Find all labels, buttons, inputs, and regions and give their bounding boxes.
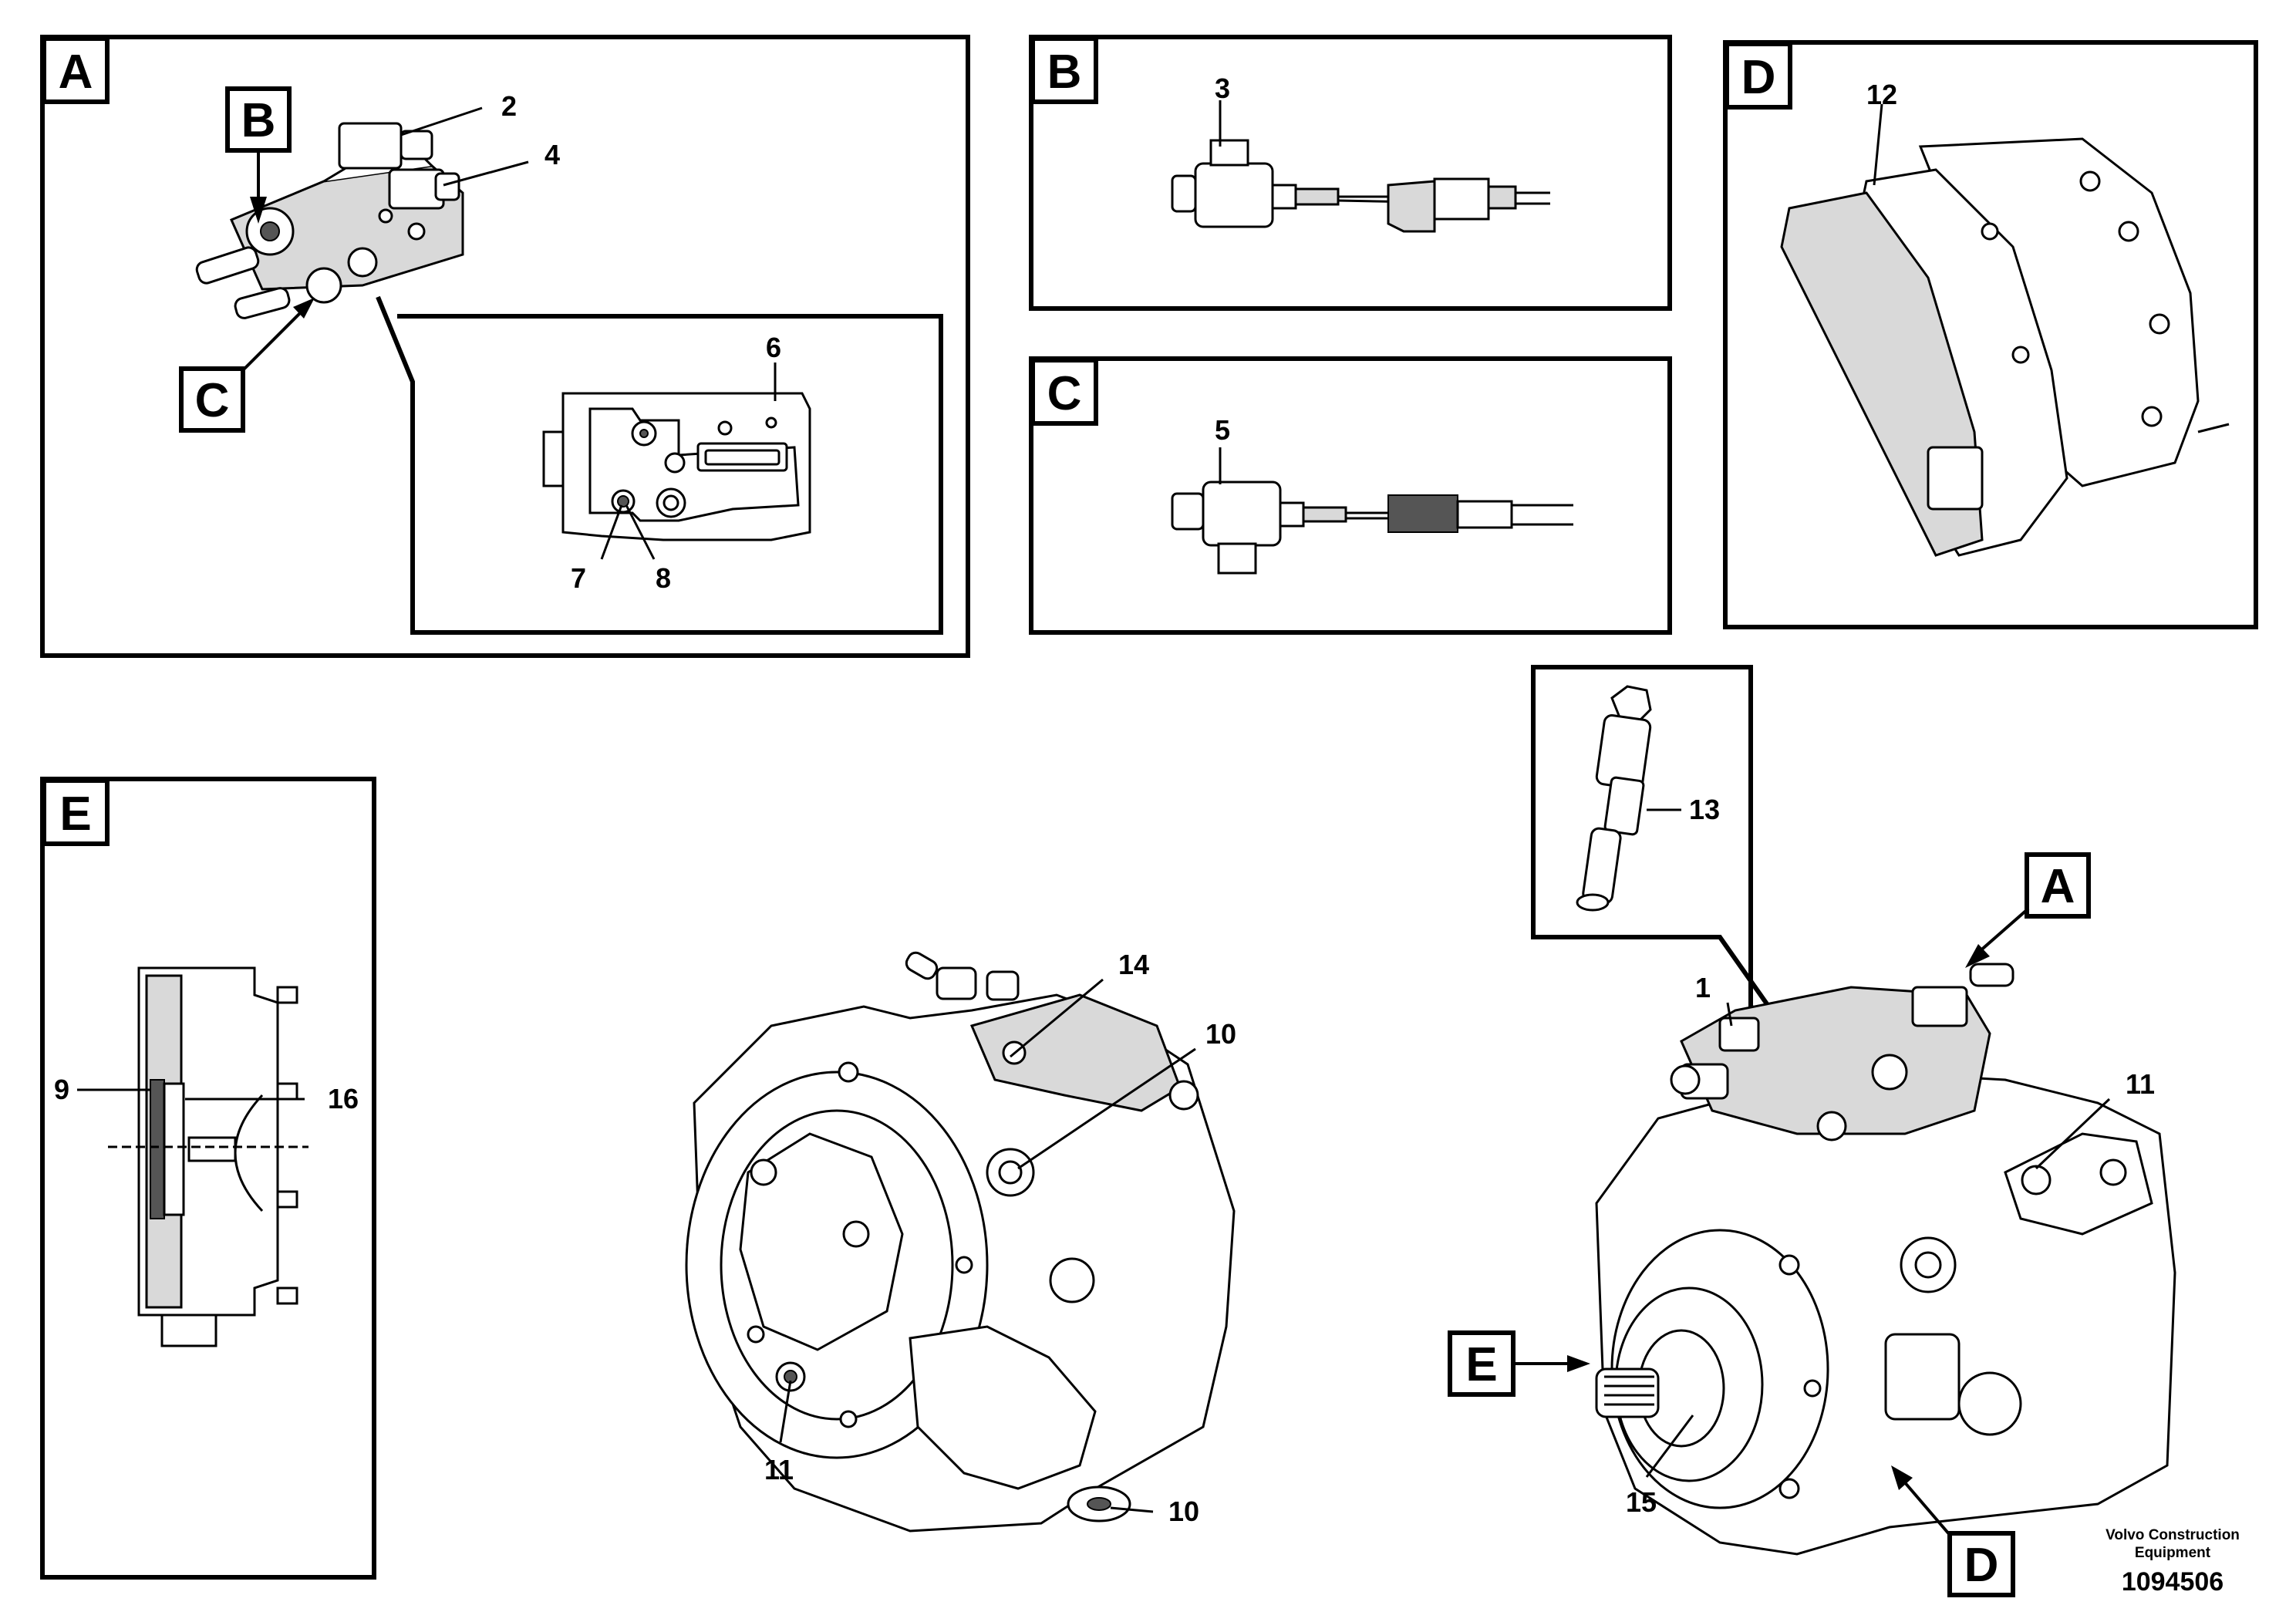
sensor-13-illustration (1576, 685, 1652, 912)
gasket-cover-illustration (1780, 137, 2230, 557)
callout-a-box (2025, 852, 2091, 919)
panel-d-frame (1723, 40, 2258, 629)
inset-c-label: C (195, 374, 230, 427)
panel-e-label-box (42, 778, 110, 846)
panel-c-label-box (1030, 358, 1098, 426)
callout-d-box (1947, 1531, 2015, 1597)
panel-a-label: A (59, 46, 93, 99)
label-16: 16 (328, 1083, 359, 1114)
shaft-seal-section-illustration (108, 966, 308, 1347)
panel-b-frame (1029, 35, 1672, 311)
panel-a-label-box (42, 36, 110, 104)
valve-plate-illustration (542, 392, 811, 541)
label-9: 9 (54, 1074, 69, 1105)
callout-a-label: A (2041, 860, 2075, 913)
solenoid-3-illustration (1171, 139, 1550, 233)
inset-b-label: B (241, 94, 276, 147)
label-14: 14 (1118, 949, 1149, 980)
label-4: 4 (544, 139, 560, 170)
panel-c-label: C (1047, 367, 1082, 420)
pump-front-view-illustration (1595, 963, 2176, 1556)
panel-d-label: D (1741, 51, 1776, 104)
company-name-line2: Equipment (2135, 1545, 2211, 1561)
label-11-lower: 11 (764, 1454, 794, 1485)
panel-a: A 2 4 B C (40, 35, 970, 658)
label-3: 3 (1215, 73, 1230, 104)
panel-b-label-box (1030, 36, 1098, 104)
label-13: 13 (1689, 794, 1720, 825)
panel-d: D 12 (1723, 40, 2258, 629)
label-5: 5 (1215, 414, 1230, 446)
label-8: 8 (656, 562, 671, 594)
label-10-lower: 10 (1168, 1496, 1199, 1527)
callout-e-label: E (1465, 1338, 1497, 1391)
panel-e-frame (40, 777, 376, 1580)
label-15: 15 (1626, 1486, 1657, 1518)
label-12: 12 (1866, 79, 1897, 110)
valve-block-illustration (195, 122, 464, 319)
solenoid-5-illustration (1171, 481, 1573, 575)
panel-c-frame (1029, 356, 1672, 635)
label-10-upper: 10 (1205, 1018, 1236, 1050)
footer-block: Volvo Construction Equipment 1094506 (2106, 1527, 2240, 1597)
callout-d-label: D (1964, 1539, 1999, 1592)
label-11-upper: 11 (2126, 1068, 2155, 1100)
panel-d-label-box (1725, 42, 1792, 110)
panel-e-label: E (59, 787, 91, 841)
company-name-line1: Volvo Construction (2106, 1527, 2240, 1543)
label-2: 2 (501, 90, 517, 122)
panel-e: E 9 16 (40, 777, 376, 1580)
inset-c-box (179, 366, 245, 433)
label-7: 7 (571, 562, 586, 594)
label-6: 6 (766, 332, 781, 363)
pump-rear-view-illustration (685, 951, 1236, 1533)
drawing-number: 1094506 (2122, 1567, 2224, 1597)
label-1: 1 (1695, 972, 1711, 1003)
panel-a-frame (40, 35, 970, 658)
panel-b: B 3 (1029, 35, 1672, 311)
panel-c: C 5 (1029, 356, 1672, 635)
panel-b-label: B (1047, 46, 1082, 99)
